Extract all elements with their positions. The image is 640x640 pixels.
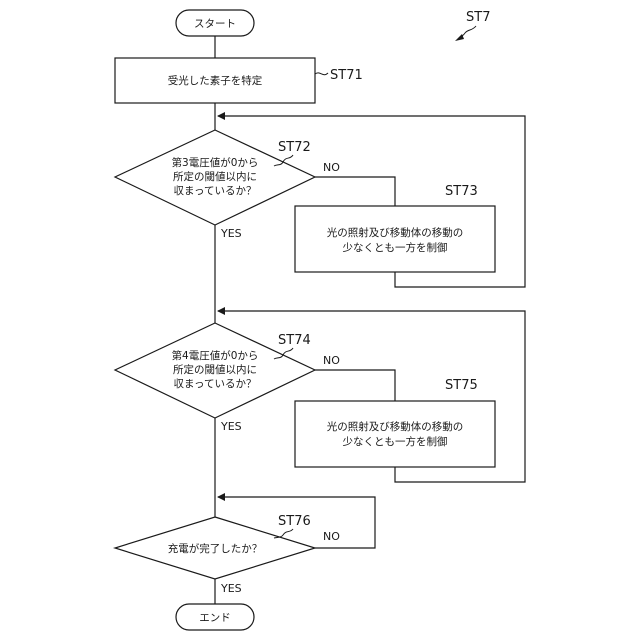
st72-line-1: 第3電圧値が0から — [172, 156, 259, 169]
st74-no-branch-line — [315, 370, 395, 401]
st74-id-label: ST74 — [278, 333, 311, 348]
st74-yes-label: YES — [220, 420, 242, 433]
st72-yes-label: YES — [220, 227, 242, 240]
st71-text: 受光した素子を特定 — [168, 74, 263, 87]
st76-no-label: NO — [323, 530, 340, 543]
st72-line-2: 所定の閾値以内に — [173, 170, 257, 183]
st75-line-1: 光の照射及び移動体の移動の — [327, 420, 464, 433]
st72-id-label: ST72 — [278, 140, 311, 155]
st74-line-3: 収まっているか？ — [173, 378, 256, 390]
st74-line-2: 所定の閾値以内に — [173, 363, 257, 376]
st74-line-1: 第4電圧値が0から — [172, 349, 259, 362]
st73-id-label: ST73 — [445, 184, 478, 199]
st71-id-label: ST71 — [330, 68, 363, 83]
figure-label: ST7 — [466, 10, 490, 25]
st75-process-box — [295, 401, 495, 467]
st74-no-label: NO — [323, 354, 340, 367]
start-label: スタート — [194, 18, 236, 30]
st76-text: 充電が完了したか？ — [168, 542, 263, 555]
st72-no-branch-line — [315, 177, 395, 206]
end-label: エンド — [199, 612, 231, 624]
st76-yes-label: YES — [220, 582, 242, 595]
st72-line-3: 収まっているか？ — [173, 185, 256, 197]
st71-leader — [315, 73, 328, 75]
st75-line-2: 少なくとも一方を制御 — [343, 435, 448, 448]
st76-id-label: ST76 — [278, 514, 311, 529]
st73-process-box — [295, 206, 495, 272]
st72-no-label: NO — [323, 161, 340, 174]
st73-line-1: 光の照射及び移動体の移動の — [327, 226, 464, 239]
st73-line-2: 少なくとも一方を制御 — [343, 241, 448, 254]
st75-id-label: ST75 — [445, 378, 478, 393]
